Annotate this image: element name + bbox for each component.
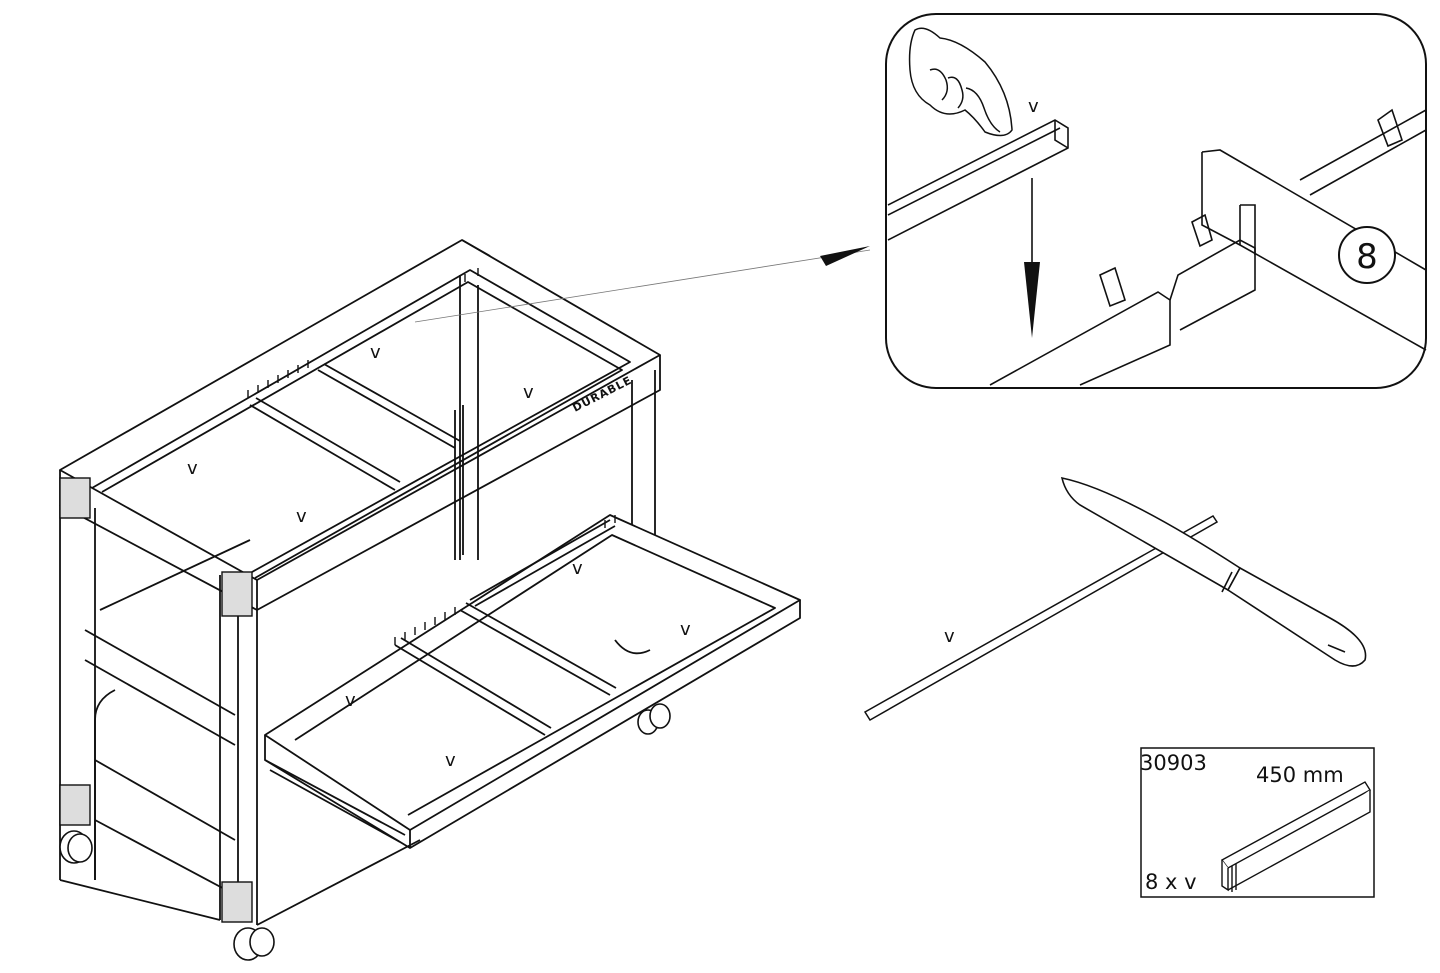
knife-icon — [1060, 476, 1367, 667]
detail-view: v 8 — [885, 13, 1427, 389]
cart-label-6: v — [680, 619, 691, 640]
cart-label-3: v — [187, 458, 198, 479]
caster-left — [59, 830, 93, 864]
casters — [59, 703, 671, 961]
corner-fittings — [59, 477, 253, 923]
strip-part-icon — [1220, 781, 1371, 892]
article-number: 30903 — [1140, 751, 1207, 775]
strip-quantity: 8 x v — [1145, 870, 1197, 894]
detail-label: v — [1028, 96, 1039, 117]
hanging-rail-teeth — [247, 268, 616, 645]
cart-label-2: v — [523, 382, 534, 403]
strip-length: 450 mm — [1256, 763, 1344, 787]
caster-front — [233, 927, 275, 961]
step-number: 8 — [1356, 237, 1378, 277]
corner-fitting-top-left — [59, 477, 91, 519]
hand-icon — [908, 27, 1013, 137]
cart-frame — [59, 239, 801, 926]
step-badge: 8 — [1338, 226, 1396, 284]
cart-label-5: v — [572, 558, 583, 579]
cart-label-1: v — [370, 342, 381, 363]
cart-label-8: v — [445, 750, 456, 771]
cutting-rod — [863, 515, 1219, 722]
parts-box: 30903 450 mm 8 x v — [1140, 747, 1375, 898]
detail-callout-arrow — [414, 246, 871, 323]
rod-label: v — [944, 626, 955, 647]
corner-fitting-bottom-front — [221, 881, 253, 923]
corner-fitting-top-front — [221, 571, 253, 617]
cart-label-7: v — [345, 690, 356, 711]
caster-back — [637, 703, 671, 735]
cart-label-4: v — [296, 506, 307, 527]
corner-fitting-bottom-left — [59, 784, 91, 826]
rod-and-knife: v — [863, 476, 1367, 722]
insert-direction-arrow — [1024, 262, 1040, 338]
